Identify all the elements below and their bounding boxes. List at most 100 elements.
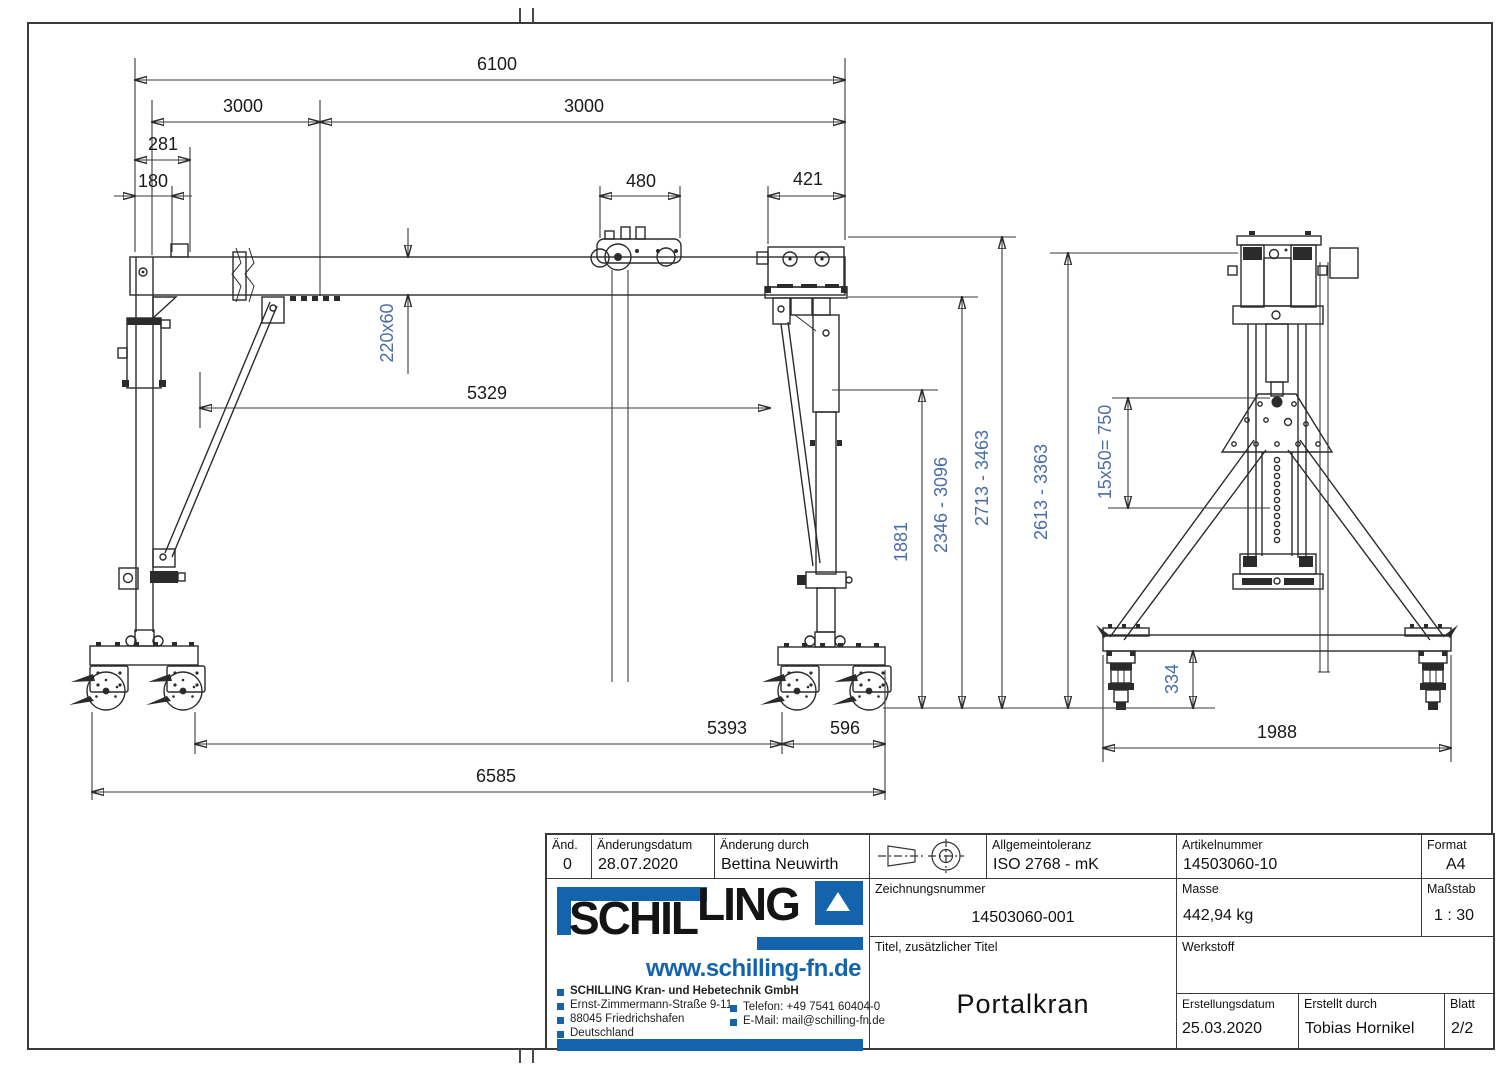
cell-title: Titel, zusätzlicher Titel Portalkran (870, 937, 1177, 1048)
bullet-icon (557, 989, 564, 996)
sheet-value: 2/2 (1451, 1020, 1474, 1037)
left-base (68, 642, 206, 711)
dim-2346-3096: 2346 - 3096 (931, 457, 951, 553)
company-phone: Telefon: +49 7541 60404-0 (743, 1001, 881, 1013)
title-label: Titel, zusätzlicher Titel (875, 940, 998, 954)
side-carriage (1227, 231, 1359, 325)
fold-mark (532, 8, 534, 22)
logo-triangle-mark (815, 881, 863, 925)
fold-mark (532, 1049, 534, 1063)
right-diagonal-brace (772, 297, 821, 567)
dim-span-total: 6100 (477, 54, 517, 74)
side-view (1096, 231, 1458, 711)
revision-date-value: 28.07.2020 (598, 856, 679, 873)
dim-5393: 5393 (707, 718, 747, 738)
cell-revision-by: Änderung durch Bettina Neuwirth (715, 835, 870, 879)
dim-281: 281 (148, 134, 178, 154)
logo-text-ling: LING (697, 878, 801, 930)
cell-article-number: Artikelnummer 14503060-10 (1177, 835, 1422, 879)
logo-bar-under (757, 937, 863, 950)
sheet-label: Blatt (1450, 997, 1476, 1011)
crane-beam (129, 243, 846, 303)
article-number-label: Artikelnummer (1182, 838, 1263, 852)
dim-hole-pattern: 15x50= 750 (1095, 405, 1115, 500)
title-block: Änd. 0 Änderungsdatum 28.07.2020 Änderun… (545, 833, 1495, 1051)
format-value: A4 (1446, 856, 1466, 873)
format-label: Format (1427, 838, 1467, 852)
first-angle-projection-icon (878, 839, 964, 873)
dim-beam-section: 220x60 (377, 303, 397, 362)
company-street: Ernst-Zimmermann-Straße 9-11 (570, 999, 733, 1011)
dim-480: 480 (626, 171, 656, 191)
revision-date-label: Änderungsdatum (597, 838, 693, 852)
bullet-icon (557, 1017, 564, 1024)
revision-by-value: Bettina Neuwirth (721, 856, 839, 873)
side-base (1102, 624, 1452, 711)
left-column (117, 257, 186, 647)
logo-bar-bottom (557, 1039, 863, 1051)
company-country: Deutschland (570, 1027, 634, 1039)
dim-span-right: 3000 (564, 96, 604, 116)
bullet-icon (557, 1003, 564, 1010)
cell-company-logo: SCHIL LING www.schilling-fn.de SCHILLING… (547, 878, 885, 1051)
adjustment-hole-strip (1273, 456, 1281, 544)
dim-596: 596 (830, 718, 860, 738)
cell-mass: Masse 442,94 kg (1177, 879, 1422, 937)
company-name: SCHILLING Kran- und Hebetechnik GmbH (570, 985, 799, 997)
company-website: www.schilling-fn.de (646, 955, 861, 982)
revision-label: Änd. (552, 838, 578, 852)
cell-revision-date: Änderungsdatum 28.07.2020 (592, 835, 715, 879)
front-view (68, 226, 892, 711)
right-base (759, 643, 892, 711)
cell-tolerance: Allgemeintoleranz ISO 2768 - mK (987, 835, 1177, 879)
bullet-icon (730, 1005, 737, 1012)
cell-format: Format A4 (1422, 835, 1493, 879)
scale-value: 1 : 30 (1434, 907, 1475, 924)
side-a-frame (1096, 439, 1458, 641)
dim-span-left: 3000 (223, 96, 263, 116)
tolerance-value: ISO 2768 - mK (993, 856, 1099, 873)
mass-value: 442,94 kg (1183, 907, 1254, 924)
hoist-trolley (590, 226, 682, 682)
created-by-label: Erstellt durch (1304, 997, 1377, 1011)
drawing-number-value: 14503060-001 (971, 909, 1075, 926)
dim-1988: 1988 (1257, 722, 1297, 742)
fold-mark (519, 1049, 521, 1063)
logo-text-schil: SCHIL (569, 892, 699, 944)
cell-creation-date: Erstellungsdatum 25.03.2020 (1177, 994, 1299, 1048)
created-by-value: Tobias Hornikel (1305, 1020, 1415, 1037)
revision-value: 0 (563, 856, 572, 873)
cell-sheet: Blatt 2/2 (1445, 994, 1493, 1048)
cell-material: Werkstoff (1177, 937, 1493, 994)
creation-date-value: 25.03.2020 (1182, 1020, 1263, 1037)
cell-revision: Änd. 0 (547, 835, 592, 879)
right-column-assembly (756, 246, 853, 648)
company-city: 88045 Friedrichshafen (570, 1013, 685, 1025)
cell-drawing-number: Zeichnungsnummer 14503060-001 (870, 879, 1177, 937)
bullet-icon (730, 1019, 737, 1026)
dim-334: 334 (1162, 664, 1182, 694)
dim-421: 421 (793, 169, 823, 189)
creation-date-label: Erstellungsdatum (1182, 997, 1275, 1011)
logo-bar-top (557, 887, 707, 901)
cell-created-by: Erstellt durch Tobias Hornikel (1299, 994, 1445, 1048)
scale-label: Maßstab (1427, 882, 1476, 896)
dim-2713-3463: 2713 - 3463 (972, 430, 992, 526)
tolerance-label: Allgemeintoleranz (992, 838, 1092, 852)
material-label: Werkstoff (1182, 940, 1235, 954)
company-email: E-Mail: mail@schilling-fn.de (743, 1015, 886, 1027)
dim-180: 180 (138, 171, 168, 191)
logo-bar-left (557, 887, 571, 935)
dim-5329: 5329 (467, 383, 507, 403)
title-value: Portalkran (956, 989, 1090, 1019)
left-diagonal-brace (152, 296, 285, 568)
bullet-icon (557, 1031, 564, 1038)
mass-label: Masse (1182, 882, 1219, 896)
cell-scale: Maßstab 1 : 30 (1422, 879, 1493, 937)
cell-projection-symbol (870, 835, 987, 879)
dim-6585: 6585 (476, 766, 516, 786)
fold-mark (519, 8, 521, 22)
revision-by-label: Änderung durch (720, 838, 809, 852)
